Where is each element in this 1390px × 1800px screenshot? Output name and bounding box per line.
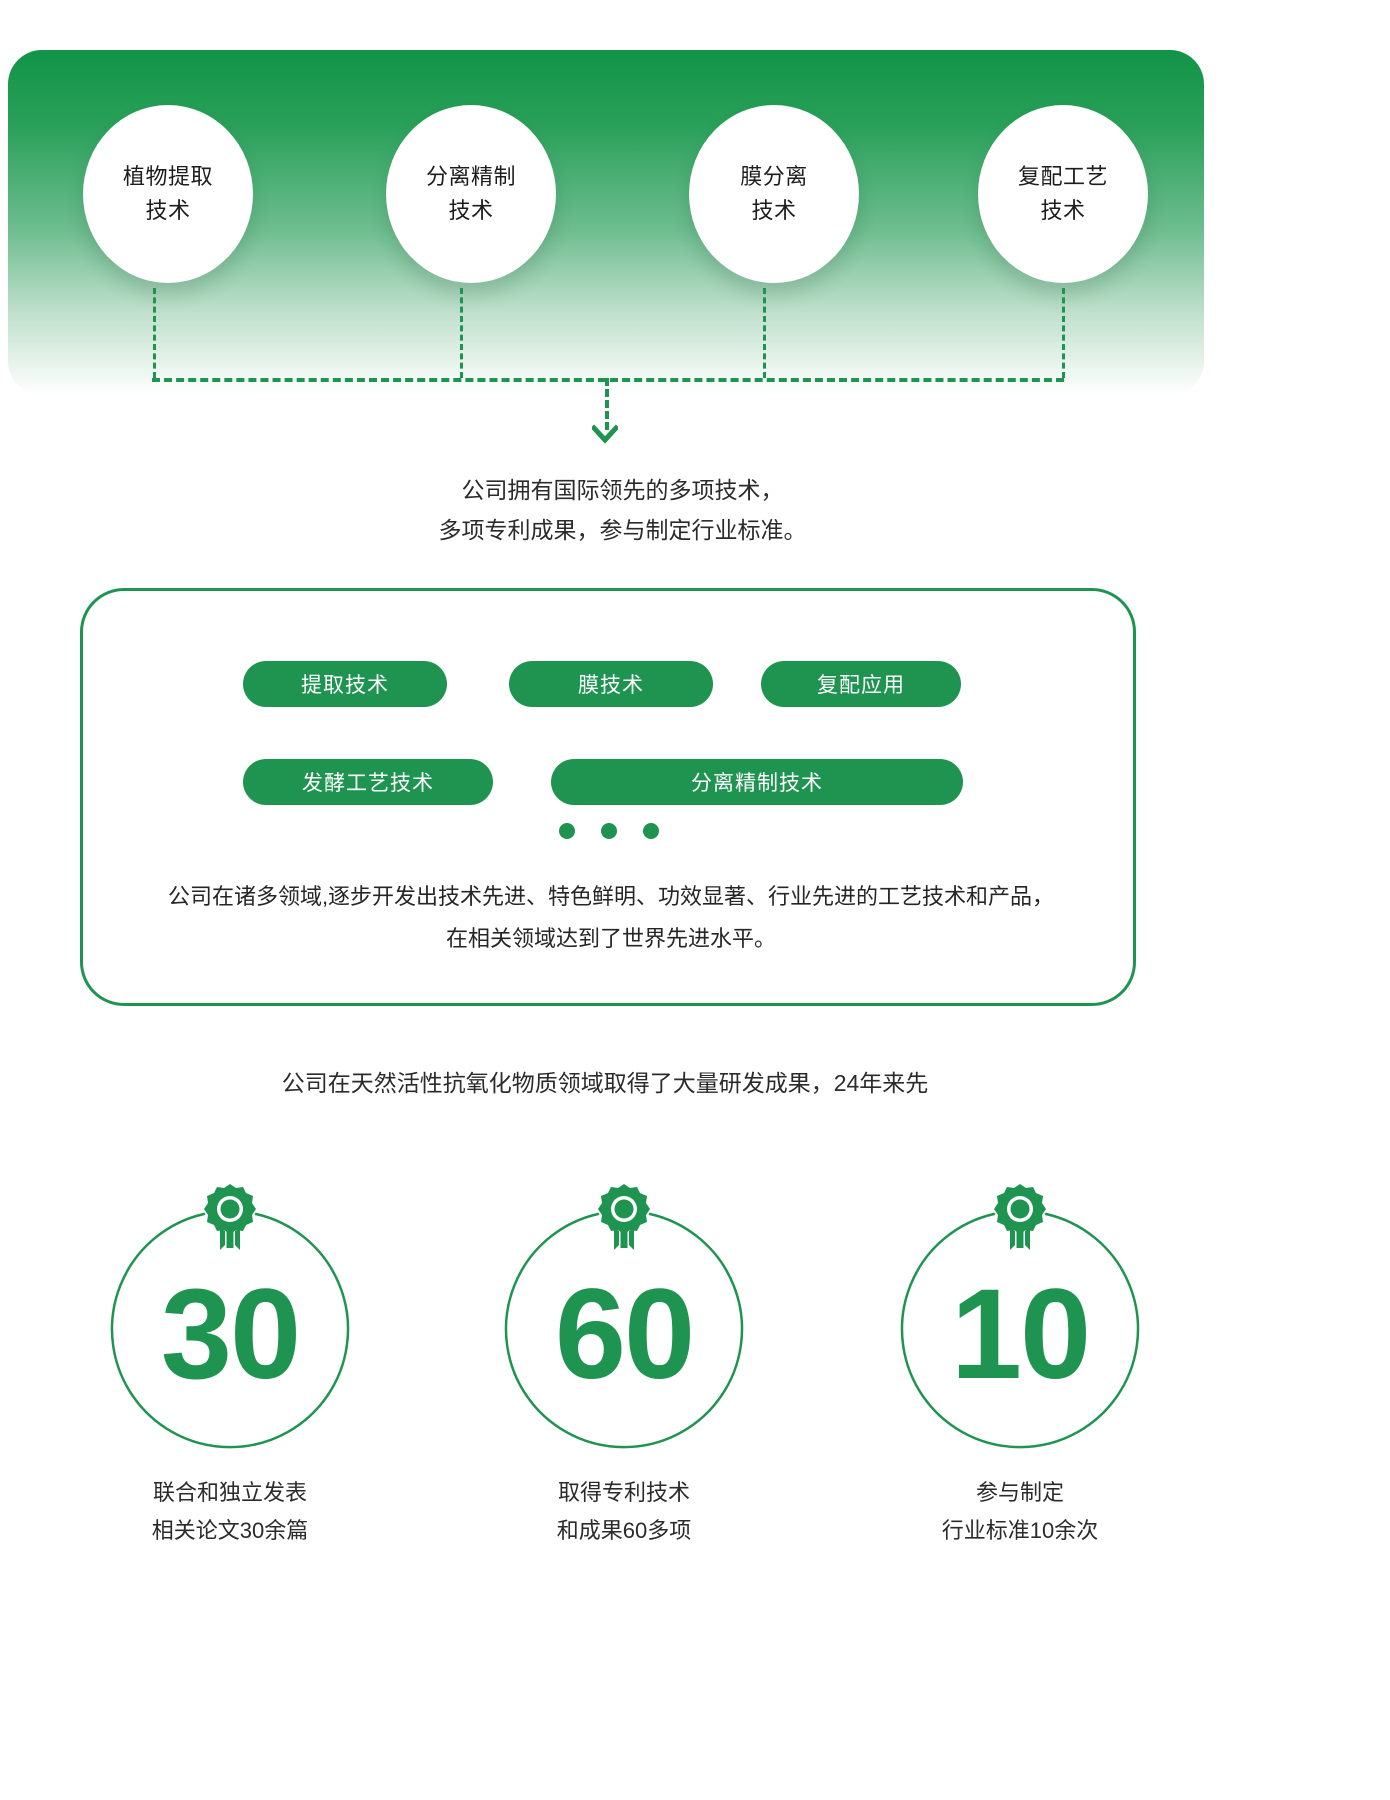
connector-line-2 [460,288,463,378]
dot-1 [559,823,575,839]
mid-note-text: 公司在天然活性抗氧化物质领域取得了大量研发成果，24年来先 [281,1070,929,1096]
stat-card-3: 10 参与制定 行业标准10余次 [870,1184,1170,1550]
connector-arrow-stem [605,378,609,430]
dot-2 [601,823,617,839]
stat-number-3: 10 [950,1263,1091,1406]
stat-label-1-line1: 联合和独立发表 [152,1480,307,1505]
pill-membrane-tech-label: 膜技术 [578,674,644,697]
technology-bubble-3-line1: 膜分离 [740,163,808,189]
pill-fermentation-tech[interactable]: 发酵工艺技术 [243,759,493,805]
pill-compounding-application[interactable]: 复配应用 [761,661,961,707]
hero-caption-line2: 多项专利成果，参与制定行业标准。 [438,517,807,543]
connector-line-3 [763,288,766,378]
technology-bubble-1-line2: 技术 [145,198,191,223]
pill-extraction-tech-label: 提取技术 [301,674,389,697]
technology-bubble-1-line1: 植物提取 [122,163,213,189]
ellipsis-dots [559,823,659,839]
stat-ring-2: 60 [498,1184,750,1452]
stat-ring-1: 30 [104,1184,356,1452]
technology-bubble-2[interactable]: 分离精制 技术 [386,105,556,283]
pill-compounding-application-label: 复配应用 [817,674,905,697]
technology-bubble-3[interactable]: 膜分离 技术 [689,105,859,283]
stat-label-3-line1: 参与制定 [975,1480,1064,1505]
technology-bubble-4-line2: 技术 [1040,198,1086,223]
award-ribbon-icon-2 [597,1182,651,1254]
stat-card-1: 30 联合和独立发表 相关论文30余篇 [80,1184,380,1550]
connector-line-1 [153,288,156,378]
stat-number-2: 60 [554,1263,695,1406]
stat-label-2: 取得专利技术 和成果60多项 [474,1474,774,1550]
pill-separation-refining-tech-label: 分离精制技术 [691,772,823,795]
stat-label-3: 参与制定 行业标准10余次 [870,1474,1170,1550]
pill-fermentation-tech-label: 发酵工艺技术 [302,772,434,795]
pill-separation-refining-tech[interactable]: 分离精制技术 [551,759,963,805]
stat-label-2-line1: 取得专利技术 [557,1480,690,1505]
hero-caption: 公司拥有国际领先的多项技术， 多项专利成果，参与制定行业标准。 [0,470,1245,550]
hero-gradient-panel: 植物提取 技术 分离精制 技术 膜分离 技术 复配工艺 技术 [8,50,1204,395]
achievement-stats: 30 联合和独立发表 相关论文30余篇 [0,1180,1390,1740]
ring-arc-3 [900,1212,1140,1449]
award-ribbon-icon-1 [203,1182,257,1254]
pill-membrane-tech[interactable]: 膜技术 [509,661,713,707]
technology-bubble-4-line1: 复配工艺 [1017,163,1108,189]
card-description-line1: 公司在诸多领域,逐步开发出技术先进、特色鲜明、功效显著、行业先进的工艺技术和产品… [167,884,1055,909]
pill-row-2: 发酵工艺技术 分离精制技术 [243,759,963,805]
stat-label-3-line2: 行业标准10余次 [941,1518,1099,1543]
stat-ring-3: 10 [894,1184,1146,1452]
stat-label-2-line2: 和成果60多项 [556,1518,692,1543]
ring-arc-2 [504,1212,744,1449]
award-ribbon-icon-3 [993,1182,1047,1254]
stat-label-1: 联合和独立发表 相关论文30余篇 [80,1474,380,1550]
connector-line-4 [1062,288,1065,378]
technology-bubble-2-line1: 分离精制 [425,163,516,189]
hero-caption-line1: 公司拥有国际领先的多项技术， [461,477,784,503]
technology-list-card: 提取技术 膜技术 复配应用 发酵工艺技术 分离精制技术 公司在诸多领域,逐步开发… [80,588,1136,1006]
technology-bubble-3-line2: 技术 [751,198,797,223]
technology-bubble-1[interactable]: 植物提取 技术 [83,105,253,283]
dot-3 [643,823,659,839]
stat-card-2: 60 取得专利技术 和成果60多项 [474,1184,774,1550]
pill-row-1: 提取技术 膜技术 复配应用 [243,661,961,707]
ring-arc-1 [110,1212,350,1449]
card-description: 公司在诸多领域,逐步开发出技术先进、特色鲜明、功效显著、行业先进的工艺技术和产品… [103,876,1119,960]
technology-bubble-2-line2: 技术 [448,198,494,223]
stat-number-1: 30 [160,1263,301,1406]
stat-label-1-line2: 相关论文30余篇 [151,1518,309,1543]
pill-extraction-tech[interactable]: 提取技术 [243,661,447,707]
chevron-down-icon [590,424,620,450]
technology-bubble-4[interactable]: 复配工艺 技术 [978,105,1148,283]
card-description-line2: 在相关领域达到了世界先进水平。 [445,926,776,951]
